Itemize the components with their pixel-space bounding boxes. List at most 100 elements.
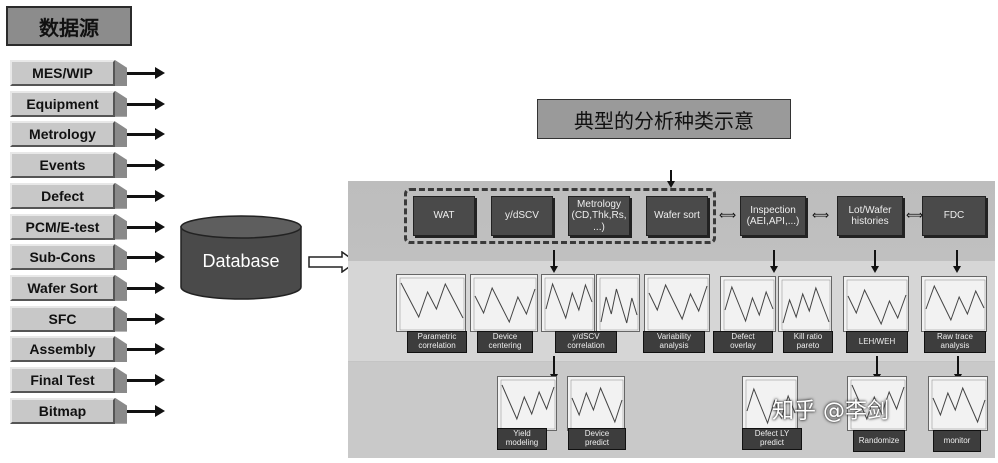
source-item: Sub-Cons — [10, 244, 115, 271]
source-item-side — [115, 60, 127, 86]
source-arrow — [127, 220, 165, 233]
page-title: 数据源 — [6, 6, 132, 46]
source-item-side — [115, 182, 127, 209]
chart-thumbnail-icon — [473, 277, 537, 331]
source-item-side — [115, 213, 127, 240]
analysis-thumbnail — [470, 274, 538, 332]
source-item: Final Test — [10, 367, 115, 393]
source-item-side — [115, 244, 127, 271]
source-arrow — [127, 251, 165, 264]
source-arrow — [127, 189, 165, 202]
chart-thumbnail-icon — [599, 277, 639, 331]
input-connector — [670, 170, 672, 182]
flow-connector — [957, 356, 959, 374]
analysis-caption: Randomize — [853, 430, 905, 452]
flow-arrow-head — [770, 266, 778, 273]
source-item-side — [115, 305, 127, 332]
source-item-side — [115, 152, 127, 179]
parametric-group-outline — [404, 188, 716, 244]
analysis-thumbnail — [928, 376, 988, 431]
source-item: Defect — [10, 182, 115, 209]
source-item: MES/WIP — [10, 60, 115, 86]
source-box: Lot/Wafer histories — [837, 196, 903, 236]
database-cylinder-icon — [180, 215, 302, 300]
flow-connector — [876, 356, 878, 374]
source-arrow — [127, 97, 165, 110]
analysis-thumbnail — [497, 376, 557, 431]
analysis-caption: y/dSCV correlation — [555, 331, 617, 353]
chart-thumbnail-icon — [500, 379, 556, 430]
analysis-thumbnail — [843, 276, 909, 332]
chart-thumbnail-icon — [850, 379, 906, 430]
analysis-thumbnail — [742, 376, 798, 431]
analysis-thumbnail — [567, 376, 625, 431]
source-item: Bitmap — [10, 397, 115, 424]
source-item-side — [115, 397, 127, 424]
chart-thumbnail-icon — [781, 279, 831, 331]
chart-thumbnail-icon — [723, 279, 775, 331]
analysis-thumbnail — [596, 274, 640, 332]
flow-arrow-head — [871, 266, 879, 273]
source-item: Wafer Sort — [10, 274, 115, 301]
flow-arrow-head — [953, 266, 961, 273]
analysis-thumbnail — [396, 274, 466, 332]
database-label: Database — [202, 251, 280, 271]
source-item-side — [115, 90, 127, 117]
flow-connector — [874, 250, 876, 266]
analysis-caption: Parametric correlation — [407, 331, 467, 353]
source-box: FDC — [922, 196, 986, 236]
chart-thumbnail-icon — [399, 277, 465, 331]
flow-connector — [553, 250, 555, 266]
source-item: PCM/E-test — [10, 213, 115, 240]
bidirectional-arrow-icon: ⟺ — [719, 208, 737, 222]
bidirectional-arrow-icon: ⟺ — [906, 208, 924, 222]
input-arrow-head — [667, 181, 675, 188]
chart-thumbnail-icon — [647, 277, 709, 331]
source-item: Events — [10, 152, 115, 179]
source-item: Metrology — [10, 121, 115, 148]
analysis-caption: Defect overlay — [713, 331, 773, 353]
source-item: SFC — [10, 305, 115, 332]
source-box: Inspection (AEI,API,...) — [740, 196, 806, 236]
analysis-caption: Variability analysis — [643, 331, 705, 353]
source-box: Metrology (CD,Thk,Rs, ...) — [568, 196, 630, 236]
source-arrow — [127, 404, 165, 417]
analysis-thumbnail — [778, 276, 832, 332]
analysis-caption: LEH/WEH — [846, 331, 908, 353]
source-item-side — [115, 274, 127, 301]
source-arrow — [127, 312, 165, 325]
chart-thumbnail-icon — [931, 379, 987, 430]
source-arrow — [127, 159, 165, 172]
analysis-thumbnail — [644, 274, 710, 332]
analysis-caption: Device centering — [477, 331, 533, 353]
chart-thumbnail-icon — [924, 279, 986, 331]
source-item-side — [115, 367, 127, 393]
watermark: 知乎 @李剑 — [772, 399, 889, 424]
bidirectional-arrow-icon: ⟺ — [812, 208, 830, 222]
analysis-caption: Defect LY predict — [742, 428, 802, 450]
source-box: Wafer sort — [646, 196, 708, 236]
analysis-caption: Yield modeling — [497, 428, 547, 450]
flow-connector — [773, 250, 775, 266]
chart-thumbnail-icon — [570, 379, 624, 430]
chart-thumbnail-icon — [846, 279, 908, 331]
source-arrow — [127, 374, 165, 386]
source-arrow — [127, 128, 165, 141]
source-arrow — [127, 67, 165, 79]
analysis-caption: Device predict — [568, 428, 626, 450]
source-box: y/dSCV — [491, 196, 553, 236]
analysis-title: 典型的分析种类示意 — [537, 99, 791, 139]
analysis-thumbnail — [541, 274, 595, 332]
source-item-side — [115, 336, 127, 363]
analysis-caption: Kill ratio pareto — [783, 331, 833, 353]
flow-connector — [553, 356, 555, 374]
flow-arrow-head — [550, 266, 558, 273]
source-item: Assembly — [10, 336, 115, 363]
source-box: WAT — [413, 196, 475, 236]
analysis-thumbnail — [921, 276, 987, 332]
source-arrow — [127, 343, 165, 356]
source-item-side — [115, 121, 127, 148]
flow-connector — [956, 250, 958, 266]
source-item: Equipment — [10, 90, 115, 117]
analysis-thumbnail — [720, 276, 776, 332]
